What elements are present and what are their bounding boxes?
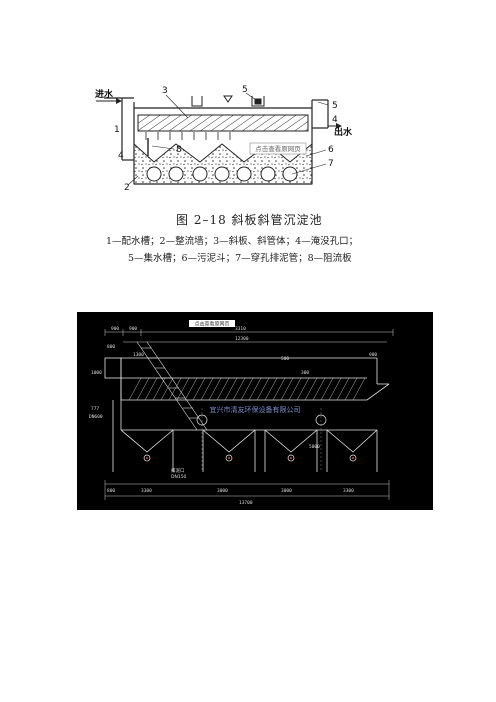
dim-slope: 5000 [309,444,320,450]
dimension-lines-bottom [104,480,390,500]
dim-1000: 1000 [91,370,102,376]
leader-lines [127,92,329,186]
figure-caption-title: 图 2–18 斜板斜管沉淀池 [176,213,323,227]
label-5-top: 5 [242,85,248,95]
dim-300: 300 [301,370,309,376]
cad-inclined-plates [128,377,366,401]
cad-centerlines [201,408,322,472]
inclined-plate-bundle [137,114,309,132]
figure-legend-line-1: 1—配水槽；2—整流墙；3—斜板、斜管体；4—淹没孔口； [106,236,359,247]
label-inlet: 进水 [95,88,114,100]
label-4-left: 4 [118,151,124,161]
cad-staircase [136,341,208,431]
sludge-outlet-label: 排泥口 [171,467,185,474]
watermark-text: 点击查看原网页 [255,144,301,153]
label-4-right: 4 [332,115,338,125]
dim-bottom-3300-b: 3300 [343,488,354,494]
sludge-pipes [146,166,298,182]
sedimentation-tank-drawing: 点击查看原网页 进水 出水 1 2 3 4 4 5 5 6 7 8 [95,85,353,193]
watermark-box [249,142,307,155]
dim-12300: 12300 [235,336,249,342]
collection-troughs [191,96,265,107]
flow-arrows [145,132,231,140]
company-watermark: 宜兴市清友环保设备有限公司 [210,405,301,414]
outlet-arrow [328,123,342,129]
dim-900-a: 900 [111,326,119,332]
dimension-lines-top [104,329,394,343]
figure-legend-line-2: 5—集水槽；6—污泥斗；7—穿孔排泥管；8—阻流板 [128,253,352,264]
cad-pipe-circles [143,414,357,462]
dim-900-b: 900 [129,326,137,332]
dim-dn600: DN600 [89,414,103,420]
inlet-arrow [96,98,122,104]
dim-bottom-3000-b: 3000 [281,488,292,494]
dim-3310: 3310 [235,326,246,332]
label-2: 2 [124,183,130,193]
dim-total: 13700 [239,500,253,506]
label-7: 7 [328,159,334,169]
cad-pipe-markers [146,457,354,459]
cad-hoppers [112,400,378,472]
cad-tank-drawing: 点击查看原网页 [77,312,433,510]
dim-1300: 1300 [133,352,144,358]
dim-500: 500 [281,356,289,362]
label-outlet: 出水 [334,126,353,138]
water-level-mark [223,95,233,103]
top-tag-box [189,320,235,327]
dim-bottom-3300: 3300 [141,488,152,494]
label-5-right: 5 [332,101,338,111]
label-8: 8 [176,145,182,155]
dim-777: 777 [91,406,99,412]
top-tag-text: 点击查看原网页 [194,321,229,328]
label-6: 6 [328,145,334,155]
sludge-outlet-size: DN150 [171,474,187,480]
dim-900-c: 900 [369,352,377,358]
dim-bottom-800: 800 [107,488,115,494]
dim-800: 800 [107,344,115,350]
dim-bottom-3000: 3000 [217,488,228,494]
label-1: 1 [114,125,120,135]
label-3: 3 [162,86,168,96]
